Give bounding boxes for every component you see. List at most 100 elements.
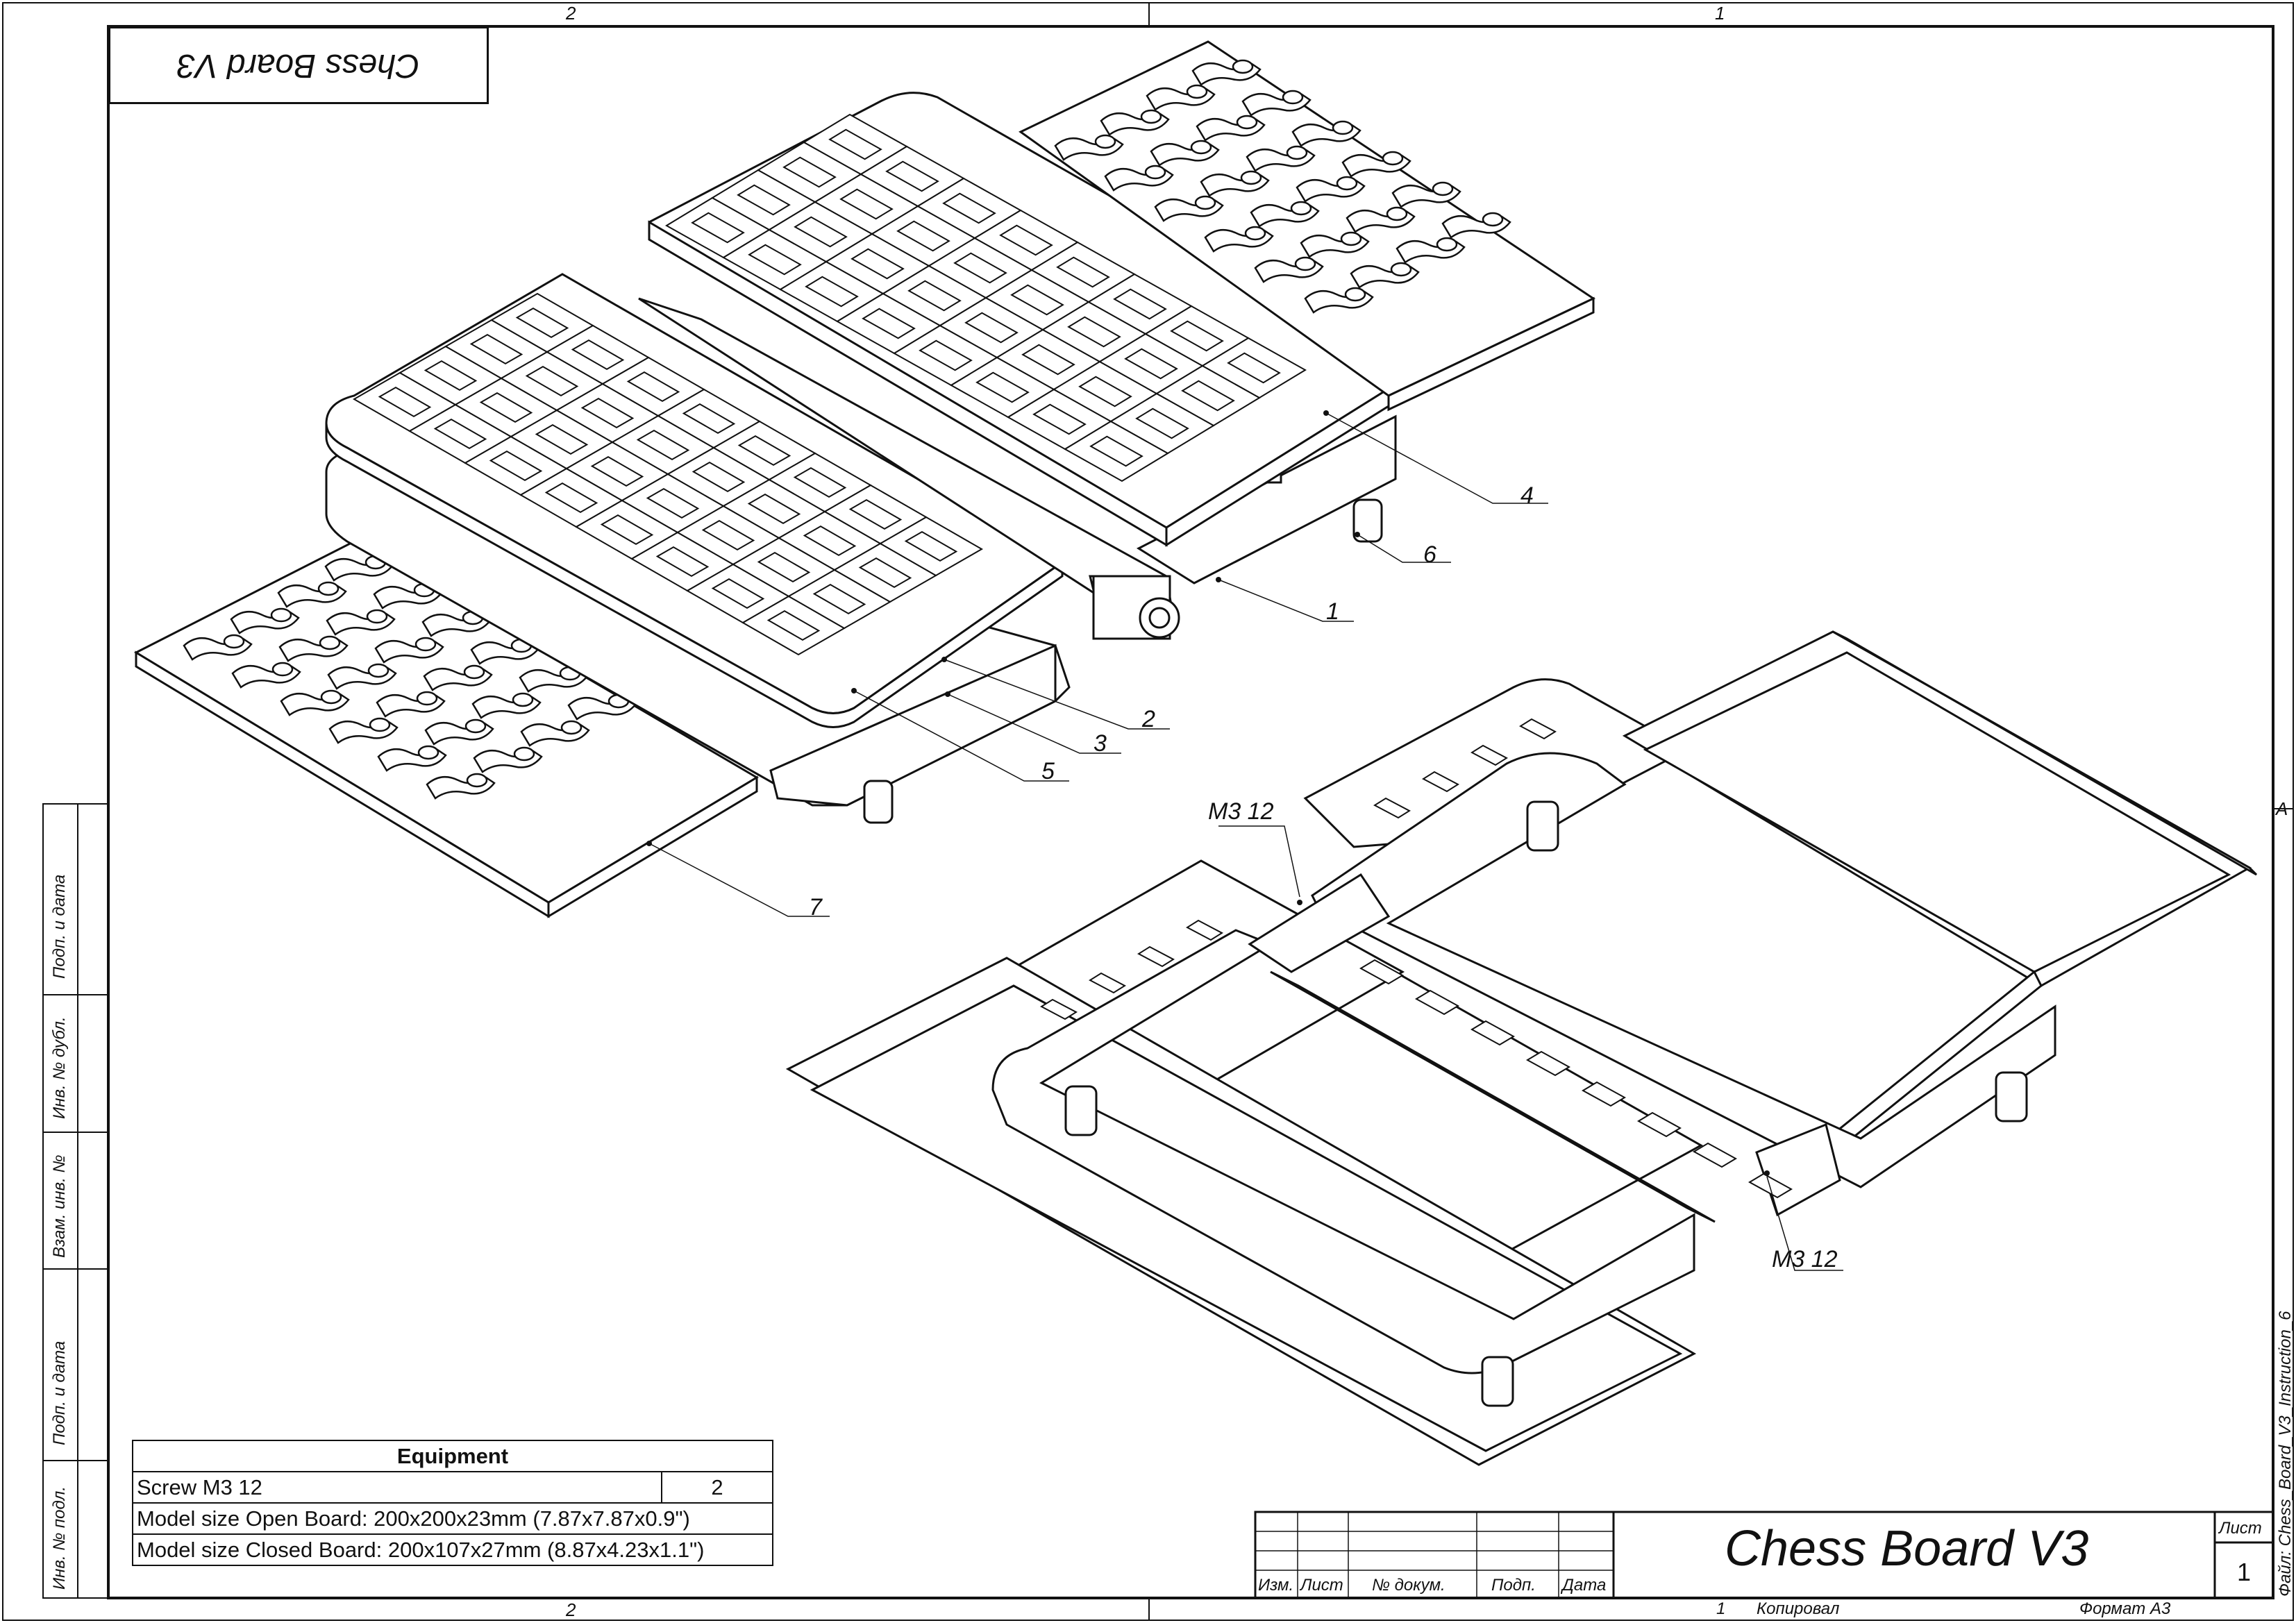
board-slot [907, 280, 962, 312]
board-slot [1181, 380, 1235, 412]
equipment-row-item: Model size Closed Board: 200x107x27mm (8… [132, 1533, 773, 1566]
chess-piece-head [1332, 120, 1354, 135]
chess-piece-head [1382, 151, 1404, 166]
chess-piece-head [1340, 231, 1362, 246]
closed-board-slot [1039, 998, 1078, 1020]
footer-format: Формат А3 [2079, 1599, 2171, 1618]
chess-piece-head [1186, 84, 1208, 99]
chess-piece-head [317, 581, 340, 596]
board-slot [737, 184, 791, 216]
board-slot [525, 365, 579, 397]
title-box-text: Chess Board V3 [177, 47, 420, 84]
board-slot [747, 493, 801, 525]
board-slot [1010, 284, 1064, 316]
zone-label-top-2: 2 [566, 3, 576, 24]
chess-piece-head [1144, 165, 1166, 180]
leader-dots [646, 410, 1770, 1176]
chess-piece-head [1432, 181, 1454, 196]
board-slot [691, 212, 745, 244]
chess-piece-head [223, 634, 245, 649]
stamp-col-date: Дата [1562, 1576, 1607, 1595]
chess-piece-head [512, 692, 534, 707]
side-stamp-block [42, 803, 109, 1599]
board-slot [1067, 316, 1121, 348]
board-slot [793, 466, 847, 498]
chess-piece-head [463, 664, 485, 680]
closed-board-slot [1470, 1020, 1516, 1046]
board-slot [1032, 403, 1087, 435]
closed-board-slot [1692, 1142, 1738, 1168]
chess-piece-head [1236, 115, 1258, 130]
chess-piece-head [1140, 109, 1162, 124]
title-block-frame [1254, 1511, 2274, 1599]
board-slot [692, 461, 746, 493]
stamp-col-izm: Изм. [1258, 1576, 1294, 1595]
board-slot [711, 578, 765, 609]
closed-board-slot [1748, 1172, 1793, 1199]
board-slot [850, 248, 905, 280]
board-slot [812, 583, 866, 615]
callout-7: 7 [809, 894, 822, 920]
leader-lines [648, 412, 1843, 1271]
equipment-row-qty: 2 [661, 1471, 773, 1504]
board-slot [1135, 407, 1189, 439]
chess-piece-head [464, 718, 487, 734]
chess-piece-head [1286, 145, 1308, 160]
chess-piece-head [1436, 237, 1458, 252]
chess-piece-head [366, 609, 388, 624]
chess-piece-head [1294, 256, 1316, 271]
chess-piece-head [513, 746, 535, 762]
chess-piece-head [270, 607, 292, 623]
chess-piece-head [560, 720, 583, 735]
callout-3: 3 [1093, 730, 1107, 757]
board-slot [858, 557, 912, 589]
chess-piece-head [1482, 212, 1504, 227]
board-slot [999, 224, 1053, 256]
chess-piece-head [1244, 226, 1266, 241]
board-slot [378, 386, 432, 418]
board-slot [433, 418, 487, 450]
board-slot [1021, 344, 1075, 376]
board-slot [479, 392, 533, 423]
board-slot [794, 216, 848, 248]
closed-board-slot [1137, 945, 1175, 968]
chess-piece-head [414, 637, 437, 652]
stamp-col-list: Лист [1300, 1576, 1343, 1595]
chess-piece-head [1290, 201, 1312, 216]
chess-piece-head [1386, 206, 1408, 221]
chess-piece-head [271, 662, 294, 677]
footer-copied-num: 1 [1716, 1599, 1726, 1618]
board-slot [424, 360, 478, 392]
board-slot [904, 530, 958, 562]
board-slot [1078, 376, 1132, 407]
closed-board-slot [1359, 959, 1405, 985]
board-slot [600, 514, 654, 546]
stamp-col-doc: № докум. [1372, 1576, 1446, 1595]
chess-piece-head [369, 717, 391, 732]
board-slot [803, 525, 857, 557]
closed-board-slot [1636, 1111, 1682, 1138]
equipment-row-item: Screw M3 12 [132, 1471, 662, 1504]
chess-piece-head [1094, 134, 1116, 149]
board-slot [580, 397, 635, 429]
chess-piece-head [1194, 195, 1216, 210]
board-slot [805, 276, 859, 308]
board-slot [1170, 320, 1224, 352]
side-label-podp-data-2: Подп. и дата [50, 1340, 69, 1445]
board-slot [848, 498, 903, 530]
chess-piece-head [1232, 59, 1254, 74]
zone-label-top-1: 1 [1715, 3, 1725, 24]
board-slot [571, 339, 625, 371]
board-slot [535, 423, 589, 455]
callout-4: 4 [1520, 482, 1534, 509]
board-slot [885, 160, 939, 192]
chess-piece-head [1344, 287, 1366, 302]
side-label-inv-dubl: Инв. № дубл. [50, 1016, 69, 1119]
board-slot [636, 429, 690, 461]
callout-5: 5 [1041, 758, 1055, 784]
board-slot [828, 128, 882, 160]
chess-piece-head [1190, 140, 1212, 155]
stamp-sheet-label: Лист [2219, 1519, 2262, 1538]
